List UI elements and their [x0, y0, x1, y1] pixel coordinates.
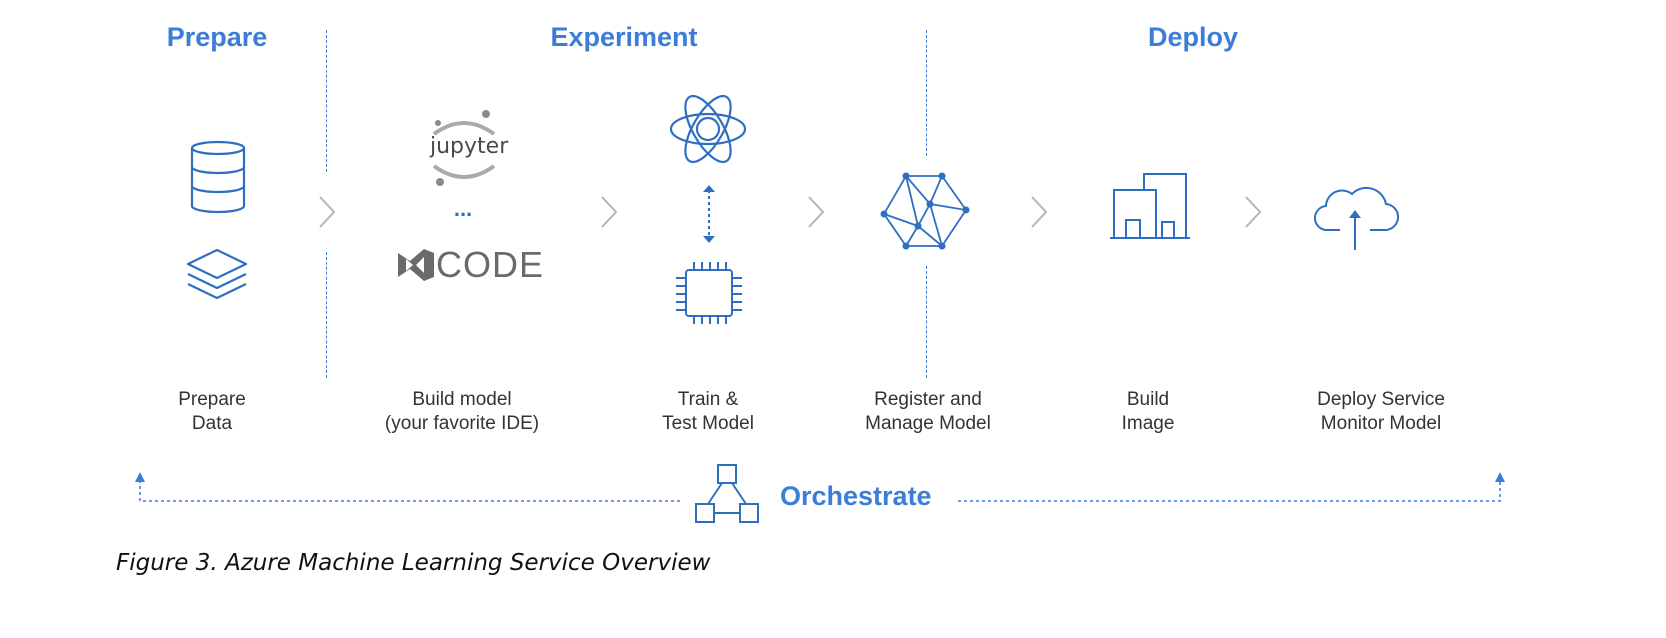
atom-icon — [669, 94, 747, 164]
step-label-line: Manage Model — [865, 413, 991, 434]
divider-prepare-experiment-bottom — [326, 252, 327, 378]
jupyter-orbit-icon — [432, 110, 496, 186]
step-label-train-test: Train & Test Model — [628, 388, 788, 436]
chip-icon — [676, 262, 742, 324]
step-label-line: Test Model — [662, 413, 754, 434]
layers-icon — [186, 248, 248, 300]
chevron-right-icon — [1245, 196, 1262, 228]
vscode-logo: CODE — [396, 244, 543, 286]
divider-prepare-experiment-top — [326, 30, 327, 172]
chevron-right-icon — [319, 196, 336, 228]
step-label-line: Register and — [874, 389, 982, 410]
step-label-line: Monitor Model — [1320, 413, 1442, 434]
cloud-upload-icon — [1314, 186, 1399, 250]
step-label-line: Image — [1121, 413, 1175, 434]
bidirectional-arrow-icon — [703, 185, 715, 243]
jupyter-logo: jupyter — [424, 108, 508, 188]
step-label-line: Prepare — [178, 389, 246, 410]
step-label-line: Build model — [412, 389, 512, 410]
orchestrate-workflow-icon — [695, 464, 759, 523]
step-label-line: Build — [1126, 389, 1170, 410]
chevron-right-icon — [808, 196, 825, 228]
step-label-build-image: Build Image — [1068, 388, 1228, 436]
phase-title-deploy: Deploy — [1147, 22, 1239, 52]
divider-experiment-deploy-bottom — [926, 266, 927, 378]
network-model-icon — [880, 172, 970, 250]
step-label-line: Deploy Service — [1317, 389, 1445, 410]
ide-ellipsis: ... — [453, 196, 473, 221]
step-label-prepare-data: Prepare Data — [132, 388, 292, 436]
jupyter-wordmark: jupyter — [430, 134, 509, 159]
step-label-line: (your favorite IDE) — [384, 413, 540, 434]
step-label-register-manage: Register and Manage Model — [838, 388, 1018, 436]
step-label-build-model: Build model (your favorite IDE) — [362, 388, 562, 436]
vscode-wordmark: CODE — [436, 244, 545, 285]
building-image-icon — [1110, 173, 1190, 239]
database-icon — [190, 140, 246, 214]
phase-title-prepare: Prepare — [166, 22, 268, 52]
phase-title-experiment: Experiment — [550, 22, 698, 52]
chevron-right-icon — [1031, 196, 1048, 228]
vscode-icon — [398, 249, 434, 281]
step-label-line: Data — [191, 413, 233, 434]
step-label-deploy-monitor: Deploy Service Monitor Model — [1286, 388, 1476, 436]
chevron-right-icon — [601, 196, 618, 228]
step-label-line: Train & — [677, 389, 739, 410]
figure-caption: Figure 3. Azure Machine Learning Service… — [116, 550, 711, 576]
orchestrate-label: Orchestrate — [780, 481, 932, 511]
divider-experiment-deploy-top — [926, 30, 927, 156]
